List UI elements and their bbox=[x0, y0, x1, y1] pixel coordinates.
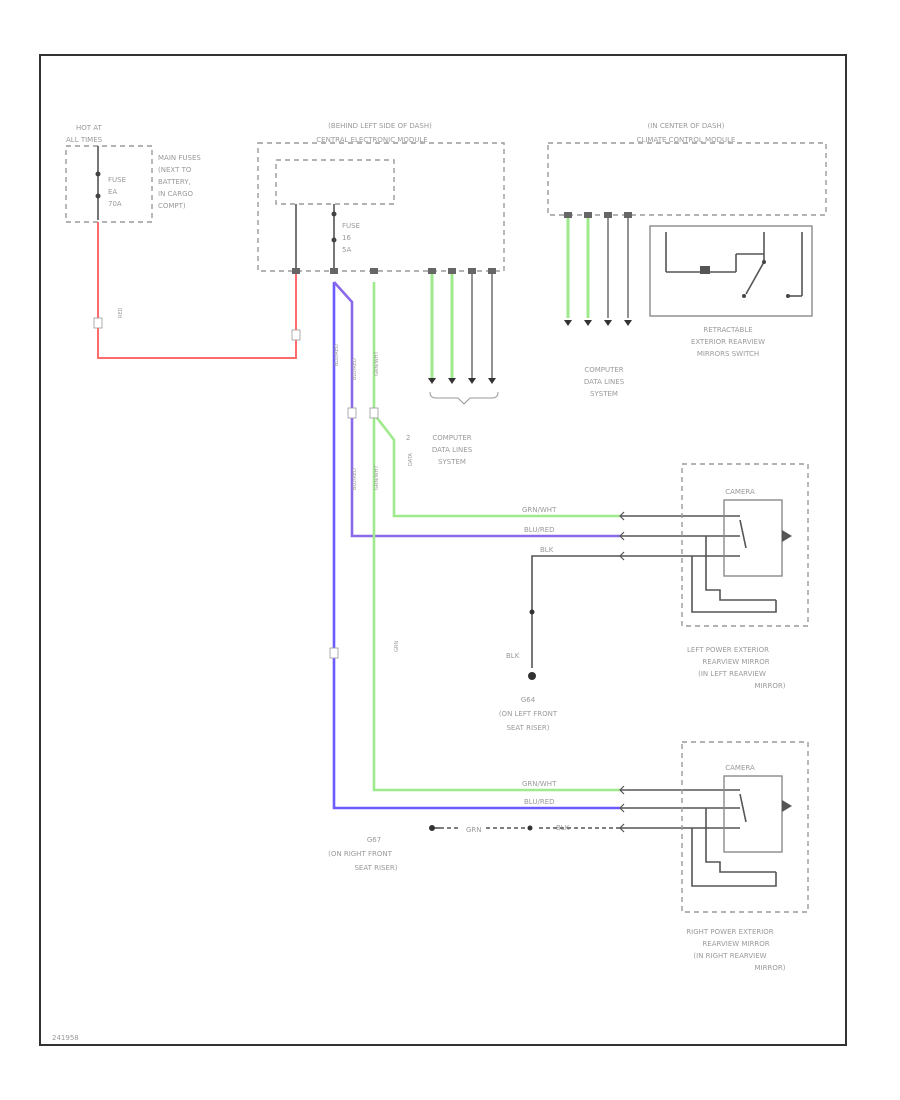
purple-wire-left bbox=[333, 281, 620, 538]
right-mirror-label-2: REARVIEW MIRROR bbox=[702, 940, 769, 948]
diagram-frame bbox=[39, 54, 847, 1046]
cem-fuse-number: 16 bbox=[342, 234, 351, 242]
cem-box bbox=[257, 142, 505, 272]
data-lines-2-line3: SYSTEM bbox=[438, 458, 466, 466]
cem-fuse-rating: 5A bbox=[342, 246, 351, 254]
main-fuse-number: EA bbox=[108, 188, 117, 196]
main-fuses-note-4: IN CARGO bbox=[158, 190, 193, 198]
left-mirror-label-4: MIRROR) bbox=[755, 682, 786, 690]
mirror-switch-label-3: MIRRORS SWITCH bbox=[697, 350, 759, 358]
wire-label-grn-wht-2: GRN/WHT bbox=[374, 465, 380, 490]
wire-label-blu-red-3: BLU/RED bbox=[352, 468, 358, 490]
mirror-switch-icon bbox=[665, 232, 803, 298]
wire-label-blu-red-2: BLU/RED bbox=[352, 358, 358, 380]
hot-at-header-2: ALL TIMES bbox=[66, 136, 103, 144]
main-fuses-note-2: (NEXT TO bbox=[158, 166, 192, 174]
green-wire-left bbox=[372, 282, 620, 518]
cem-fuse-label: FUSE bbox=[342, 222, 360, 230]
ground-g64-label-1: (ON LEFT FRONT bbox=[499, 710, 558, 718]
ground-g64-icon bbox=[529, 609, 535, 615]
left-mirror-label-2: REARVIEW MIRROR bbox=[702, 658, 769, 666]
green-wire-right bbox=[372, 414, 620, 792]
fuse-terminal-icon bbox=[95, 171, 101, 177]
left-camera-icon bbox=[723, 499, 783, 577]
right-mirror-label-4: MIRROR) bbox=[755, 964, 786, 972]
cem-connector-pins bbox=[292, 268, 496, 274]
mirror-switch-label-2: EXTERIOR REARVIEW bbox=[691, 338, 765, 346]
cem-header-2: CENTRAL ELECTRONIC MODULE bbox=[316, 136, 427, 144]
mirror-switch-label-1: RETRACTABLE bbox=[703, 326, 752, 334]
ground-g64-terminal-icon bbox=[528, 672, 536, 680]
wire-label-blu-red-1: BLU/RED bbox=[334, 344, 340, 366]
data-lines-2-line1: COMPUTER bbox=[432, 434, 471, 442]
main-fuse-rating: 70A bbox=[108, 200, 122, 208]
left-wire-blk: BLK bbox=[540, 546, 554, 554]
main-fuse-box bbox=[65, 145, 153, 223]
left-mirror-label-1: LEFT POWER EXTERIOR bbox=[687, 646, 769, 654]
hot-at-header-1: HOT AT bbox=[76, 124, 103, 132]
red-wire-label: RED bbox=[118, 307, 124, 318]
diagram-code: 241958 bbox=[52, 1034, 79, 1042]
ccm-connector-pins bbox=[564, 212, 632, 218]
data-lines-2-marker: 2 bbox=[406, 434, 410, 442]
right-mirror-box bbox=[681, 741, 809, 913]
wire-label-grn-wht-1: GRN/WHT bbox=[374, 351, 380, 376]
left-mirror-connection: GRN/WHT BLU/RED BLK BLK G64 (ON LEFT FRO… bbox=[499, 463, 809, 732]
mirror-switch-box bbox=[649, 225, 813, 317]
data-lines-1-line1: COMPUTER bbox=[584, 366, 623, 374]
red-power-wire: RED bbox=[93, 222, 301, 359]
fuse-terminal-icon bbox=[95, 193, 101, 199]
fuse-terminal-icon bbox=[331, 211, 337, 217]
data-tag: DATA bbox=[408, 453, 414, 466]
right-mirror-connection: GRN/WHT BLU/RED BLK GRN G67 (ON RIGHT FR… bbox=[328, 741, 809, 913]
main-fuses-note-1: MAIN FUSES bbox=[158, 154, 201, 162]
cem-header-1: (BEHIND LEFT SIDE OF DASH) bbox=[328, 122, 432, 130]
central-electronic-module: (BEHIND LEFT SIDE OF DASH) CENTRAL ELECT… bbox=[257, 122, 505, 466]
ccm-header-1: (IN CENTER OF DASH) bbox=[648, 122, 725, 130]
cem-inner-box bbox=[275, 159, 395, 205]
ccm-header-2: CLIMATE CONTROL MODULE bbox=[637, 136, 736, 144]
main-fuses-note-3: BATTERY, bbox=[158, 178, 191, 186]
left-wire-blu-red: BLU/RED bbox=[524, 526, 555, 534]
data-lines-1-line2: DATA LINES bbox=[584, 378, 625, 386]
data-lines-1-line3: SYSTEM bbox=[590, 390, 618, 398]
cem-data-wires bbox=[428, 274, 499, 405]
right-mirror-label-1: RIGHT POWER EXTERIOR bbox=[686, 928, 774, 936]
climate-control-module: (IN CENTER OF DASH) CLIMATE CONTROL MODU… bbox=[547, 122, 827, 398]
ground-g67-code: G67 bbox=[367, 836, 381, 844]
ground-g67-label-1: (ON RIGHT FRONT bbox=[328, 850, 392, 858]
right-mirror-label-3: (IN RIGHT REARVIEW bbox=[693, 952, 766, 960]
main-fuse-label: FUSE bbox=[108, 176, 126, 184]
ground-g64-label-2: SEAT RISER) bbox=[506, 724, 549, 732]
left-mirror-camera: CAMERA bbox=[725, 488, 755, 496]
ccm-box bbox=[547, 142, 827, 216]
right-wire-grn-wht: GRN/WHT bbox=[522, 780, 557, 788]
data-lines-2-line2: DATA LINES bbox=[432, 446, 473, 454]
fuse-terminal-icon bbox=[331, 237, 337, 243]
blue-wire-right bbox=[332, 282, 620, 810]
ground-g64-code: G64 bbox=[521, 696, 536, 704]
ground-g67-wire: GRN bbox=[466, 826, 482, 834]
right-mirror-camera: CAMERA bbox=[725, 764, 755, 772]
ground-g67-icon bbox=[527, 825, 533, 831]
main-fuses-block: HOT AT ALL TIMES FUSE EA 70A MAIN FUSES … bbox=[65, 124, 201, 223]
inline-connectors bbox=[329, 407, 379, 659]
ground-g67-terminal-icon bbox=[429, 825, 435, 831]
ground-g64-wire: BLK bbox=[506, 652, 520, 660]
right-camera-icon bbox=[723, 775, 783, 853]
left-mirror-box bbox=[681, 463, 809, 627]
ground-g67-label-2: SEAT RISER) bbox=[354, 864, 397, 872]
main-fuses-note-5: COMPT) bbox=[158, 202, 186, 210]
left-mirror-label-3: (IN LEFT REARVIEW bbox=[698, 670, 766, 678]
right-wire-blu-red: BLU/RED bbox=[524, 798, 555, 806]
wire-label-grn: GRN bbox=[394, 641, 400, 652]
left-wire-grn-wht: GRN/WHT bbox=[522, 506, 557, 514]
